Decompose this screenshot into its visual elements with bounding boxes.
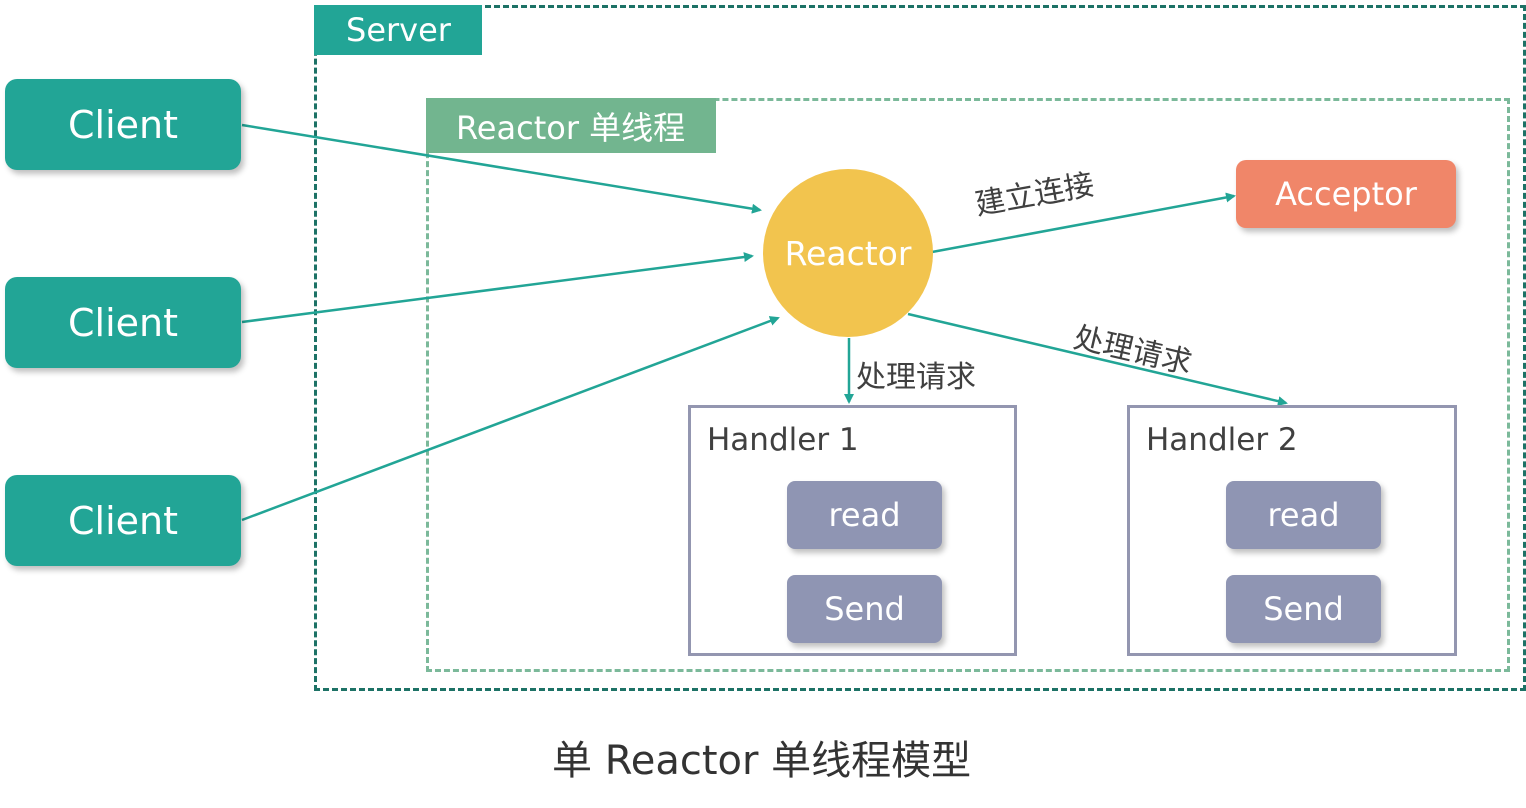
arrow-reactor-acceptor (931, 192, 1236, 254)
handler-1-read-op: read (787, 481, 942, 549)
edge-label-handle-down: 处理请求 (856, 360, 976, 395)
diagram-caption: 单 Reactor 单线程模型 (552, 738, 972, 784)
arrow-client1-reactor (241, 123, 762, 214)
handler-1-send-op: Send (787, 575, 942, 643)
acceptor-node: Acceptor (1236, 160, 1456, 228)
client-node-2: Client (5, 277, 241, 368)
handler-2-title: Handler 2 (1146, 422, 1298, 458)
reactor-node: Reactor (763, 169, 933, 337)
server-label: Server (314, 5, 482, 55)
reactor-thread-container (426, 98, 1510, 672)
handler-2-box: Handler 2 read Send (1127, 405, 1457, 656)
handler-1-title: Handler 1 (707, 422, 859, 458)
reactor-thread-label: Reactor 单线程 (426, 98, 716, 153)
handler-2-read-op: read (1226, 481, 1381, 549)
client-node-1: Client (5, 79, 241, 170)
client-node-3: Client (5, 475, 241, 566)
arrow-client2-reactor (241, 252, 754, 324)
server-container (314, 5, 1526, 691)
handler-2-send-op: Send (1226, 575, 1381, 643)
arrow-reactor-handler2 (907, 312, 1288, 407)
handler-1-box: Handler 1 read Send (688, 405, 1017, 656)
arrow-client3-reactor (241, 316, 780, 522)
